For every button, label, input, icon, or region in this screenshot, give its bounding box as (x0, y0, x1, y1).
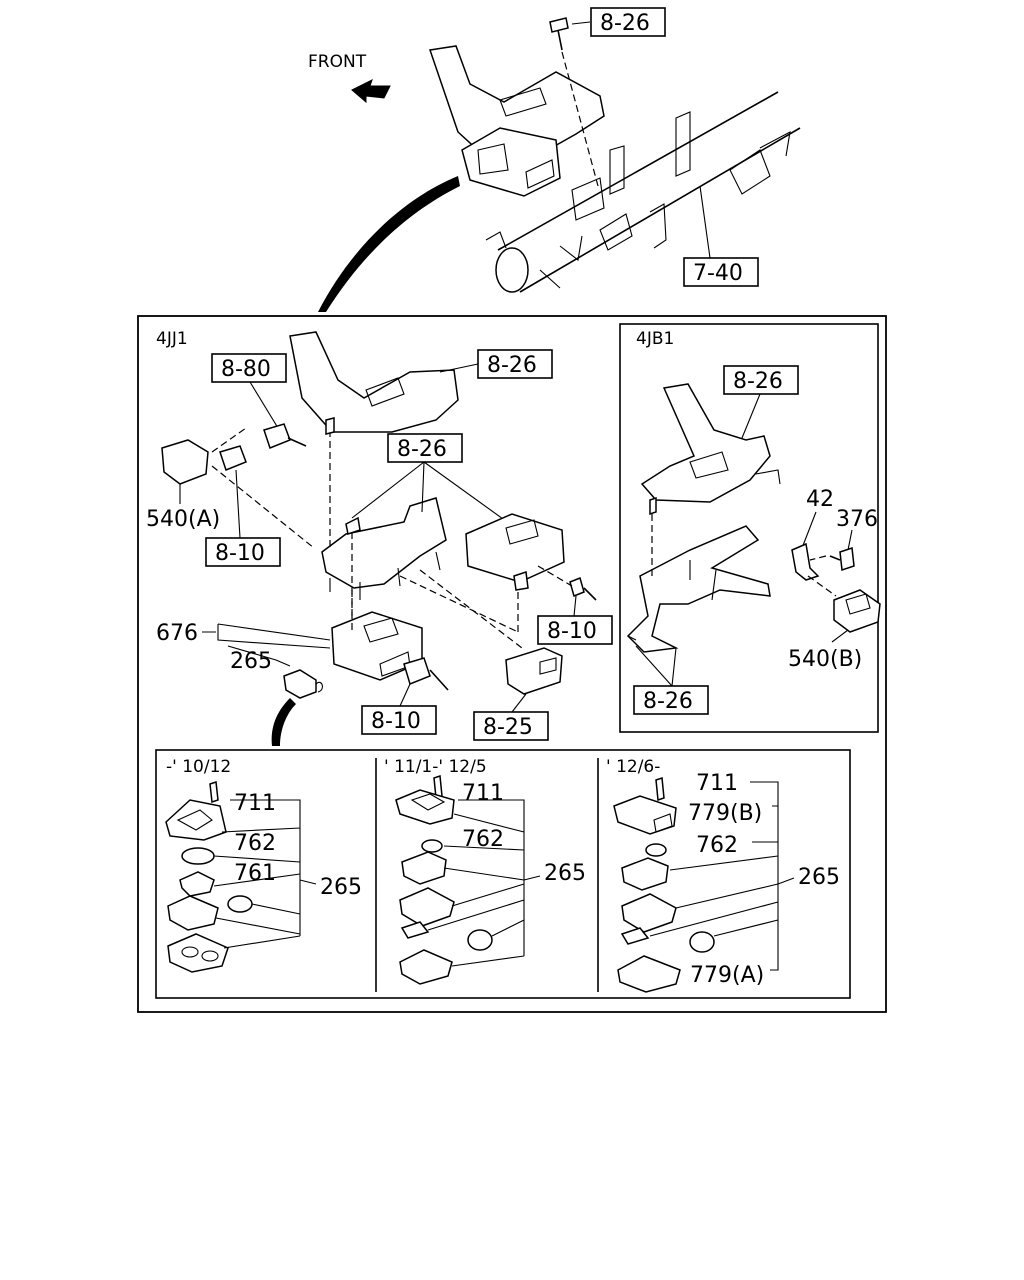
front-arrow-icon (351, 79, 391, 104)
main-frame (137, 315, 887, 1013)
ref-label-harness-bottom: 8-10 (371, 709, 421, 734)
variant-3-assembly: 265 (798, 865, 840, 890)
part-label-bolt-376: 376 (836, 507, 878, 532)
ref-box-bracket-lower-4jb1 (633, 685, 709, 715)
panel-4jj1: 4JJ1 8-26 8-80 540(A) 8-10 8-26 (146, 329, 613, 746)
zoom-arrow-small-icon (271, 698, 296, 746)
ref-box-top-bolt (590, 7, 666, 37)
keyfob-265 (283, 669, 317, 699)
ref-label-bracket-lower-4jb1: 8-26 (643, 689, 693, 714)
ref-box-bracket-upper-4jb1 (723, 365, 799, 395)
bracket-lower-4jb1 (626, 525, 771, 653)
ref-label-relay: 8-25 (483, 715, 533, 740)
part-label-bracket-42: 42 (806, 487, 834, 512)
keyfob-variant-3: ' 12/6- 711 779(B) 762 779(A) 265 (606, 757, 840, 993)
ref-label-bracket-upper: 8-26 (487, 353, 537, 378)
front-label: FRONT (308, 52, 367, 72)
bracket-upper-4jj1 (289, 331, 459, 433)
part-label-antenna-540b: 540(B) (788, 647, 862, 672)
ref-label-bracket-mid: 8-26 (397, 437, 447, 462)
variant-3-cover-a: 779(A) (690, 963, 764, 988)
bolt-376 (839, 546, 855, 572)
panel-4jb1: 4JB1 8-26 8-26 42 376 540(B) (626, 329, 881, 715)
keyfob-variant-2: ' 11/1-' 12/5 711 762 265 (384, 757, 586, 985)
top-assembly: FRONT (308, 7, 801, 312)
variant-1-assembly: 265 (320, 875, 362, 900)
panel-4jb1-frame (619, 323, 879, 733)
keyfob-frame (155, 749, 851, 999)
keyfob-variant-1: -' 10/12 711 762 761 265 (165, 757, 362, 973)
variant-1-period: -' 10/12 (166, 757, 231, 777)
ref-label-top-bolt: 8-26 (600, 11, 650, 36)
engine-label-4jj1: 4JJ1 (156, 329, 188, 349)
variant-3-battery: 762 (696, 833, 738, 858)
ref-box-relay (473, 711, 549, 741)
variant-3-period: ' 12/6- (606, 757, 660, 777)
ref-box-harness-bottom (361, 705, 437, 735)
ref-box-crossmember (683, 257, 759, 287)
bracket-42 (791, 542, 820, 581)
crossmember-tube (485, 91, 801, 293)
top-bracket (429, 45, 605, 197)
bracket-mid-4jj1 (321, 497, 447, 589)
variant-2-screw: 711 (462, 781, 504, 806)
antenna-540a (161, 439, 209, 485)
ref-label-harness-left: 8-10 (215, 541, 265, 566)
variant-3-screw: 711 (696, 771, 738, 796)
ref-box-harness-left (205, 537, 281, 567)
variant-2-period: ' 11/1-' 12/5 (384, 757, 487, 777)
ref-box-harness (211, 353, 287, 383)
variant-1-battery: 762 (234, 831, 276, 856)
ref-label-harness-right: 8-10 (547, 619, 597, 644)
engine-label-4jb1: 4JB1 (636, 329, 674, 349)
part-label-antenna-540a: 540(A) (146, 507, 220, 532)
ref-label-crossmember: 7-40 (693, 261, 743, 286)
ref-box-harness-right (537, 615, 613, 645)
ref-label-harness: 8-80 (221, 357, 271, 382)
variant-1-screw: 711 (234, 791, 276, 816)
ref-label-bracket-upper-4jb1: 8-26 (733, 369, 783, 394)
variant-2-assembly: 265 (544, 861, 586, 886)
top-bolt (549, 17, 599, 187)
bracket-upper-4jb1 (640, 383, 771, 503)
ref-box-bracket-mid (387, 433, 463, 463)
antenna-540b (833, 589, 881, 633)
zoom-arrow-icon (318, 176, 460, 312)
part-label-control-unit: 676 (156, 621, 198, 646)
ref-box-bracket-upper (477, 349, 553, 379)
variant-3-cover-b: 779(B) (688, 801, 762, 826)
